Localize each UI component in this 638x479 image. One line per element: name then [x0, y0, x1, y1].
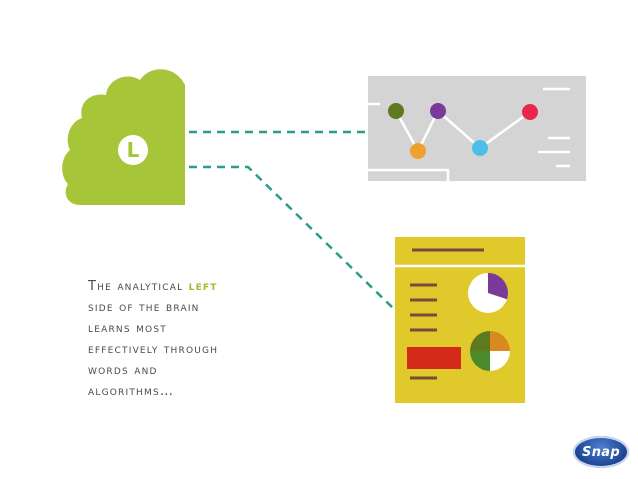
- pie-2-quadrant-1: [470, 331, 490, 351]
- caption-text: The analytical left side of the brain le…: [88, 276, 308, 402]
- snap-logo-text: Snap: [582, 444, 620, 460]
- document-background: [395, 237, 525, 403]
- line-chart-background: [368, 76, 586, 181]
- left-brain-cloud: L: [62, 69, 185, 206]
- caption-line-2: side of the brain: [88, 300, 200, 315]
- document-panel: [395, 237, 525, 403]
- caption-line-1-prefix: The analytical: [88, 279, 189, 294]
- chart-point-3: [430, 103, 446, 119]
- chart-point-1: [388, 103, 404, 119]
- caption-line-1: The analytical left: [88, 276, 308, 297]
- panel-baseline: [368, 168, 450, 181]
- document-red-block: [407, 347, 461, 369]
- pie-2-quadrant-3: [490, 351, 510, 371]
- chart-point-4: [472, 140, 488, 156]
- pie-2-quadrant-2: [490, 331, 510, 351]
- caption-line-4: effectively through: [88, 342, 219, 357]
- caption-line-5: words and: [88, 363, 158, 378]
- connector-bottom: [189, 165, 396, 311]
- snap-logo: Snap: [573, 436, 629, 468]
- cloud-shape: [62, 69, 185, 206]
- caption-accent-word: left: [188, 279, 218, 294]
- cloud-letter: L: [127, 138, 140, 162]
- caption-line-6: algorithms…: [88, 384, 175, 399]
- pie-1-slice: [488, 273, 508, 300]
- pie-chart-1: [468, 273, 508, 313]
- chart-point-5: [522, 104, 538, 120]
- caption-line-3: learns most: [88, 321, 167, 336]
- pie-chart-2: [470, 331, 510, 371]
- pie-2-quadrant-4: [470, 351, 490, 371]
- line-chart-panel: [368, 76, 586, 181]
- letter-badge: [118, 135, 148, 165]
- chart-point-2: [410, 143, 426, 159]
